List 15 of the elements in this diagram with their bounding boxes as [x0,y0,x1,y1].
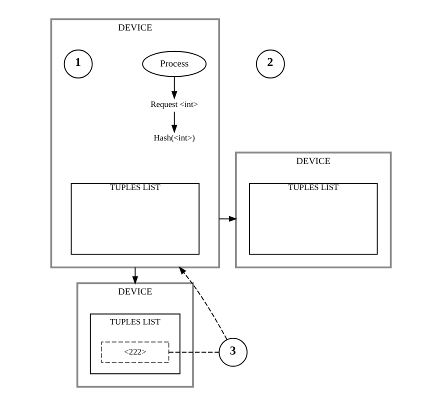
arrow [178,266,228,340]
node-ellipse: Process [142,50,207,78]
node-text: Request <int> [150,100,198,110]
arrow [132,266,138,285]
node-box: TUPLES LIST [248,182,378,255]
node-circle: 1 [64,50,93,78]
node-circle: 3 [218,338,248,367]
arrow [171,111,178,134]
node-circle: 2 [256,50,285,78]
node-box: <222> [101,342,170,363]
arrow [218,216,238,222]
node-box: TUPLES LIST [70,182,200,255]
arrow [171,76,178,100]
node-text: Hash(<int>) [154,134,195,143]
connector [168,352,220,353]
